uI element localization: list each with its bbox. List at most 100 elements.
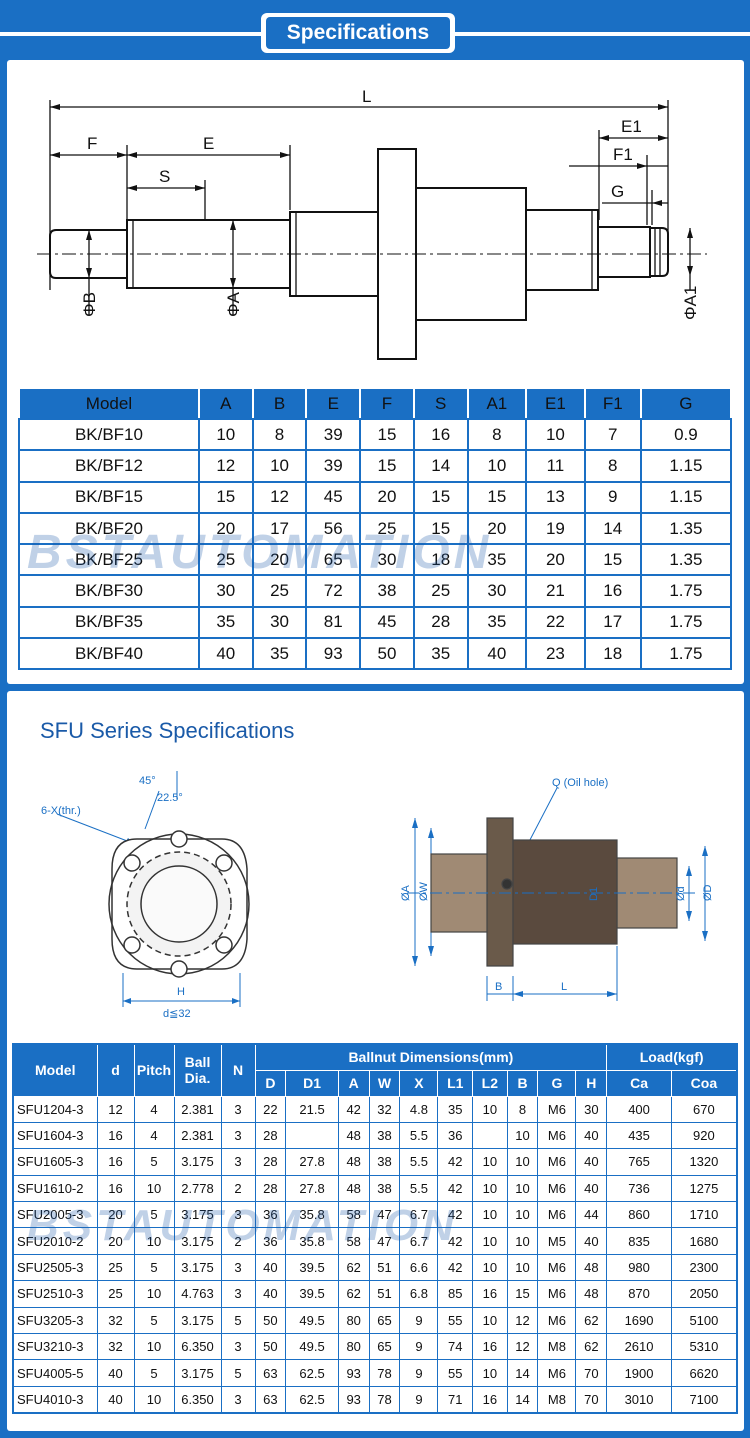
table-cell: 15 bbox=[506, 1280, 539, 1308]
table-subheader-cell: B bbox=[506, 1069, 539, 1097]
table-cell: 48 bbox=[337, 1148, 370, 1176]
table-cell: SFU1605-3 bbox=[12, 1148, 98, 1176]
table-cell: 28 bbox=[254, 1148, 287, 1176]
table-cell: 10 bbox=[472, 1201, 508, 1229]
table-cell: 12 bbox=[251, 480, 308, 514]
table-cell: 10 bbox=[466, 449, 528, 483]
table-cell: 51 bbox=[368, 1280, 401, 1308]
table-cell: BK/BF30 bbox=[18, 574, 200, 608]
table-cell: 980 bbox=[606, 1253, 672, 1282]
table-cell: 10 bbox=[506, 1201, 539, 1229]
table-cell: 7 bbox=[583, 417, 642, 452]
table-cell: 6620 bbox=[670, 1359, 738, 1387]
table-cell: 22 bbox=[525, 605, 586, 640]
phiW-label: ØW bbox=[418, 881, 430, 901]
table-cell: 10 bbox=[472, 1359, 508, 1387]
table-cell: 62.5 bbox=[285, 1359, 339, 1387]
table-cell: 10 bbox=[251, 449, 308, 483]
dim-label-E1: E1 bbox=[621, 117, 642, 136]
table-cell: 25 bbox=[96, 1280, 135, 1308]
table-cell: 435 bbox=[606, 1121, 672, 1150]
table-cell: 12 bbox=[506, 1333, 539, 1361]
table-cell: 12 bbox=[506, 1306, 539, 1335]
header-pitch: Pitch bbox=[133, 1043, 175, 1097]
table-cell: BK/BF20 bbox=[18, 511, 200, 546]
L-label: L bbox=[561, 981, 567, 993]
table-cell: 30 bbox=[359, 543, 415, 577]
B-label: B bbox=[495, 981, 502, 993]
table-cell: 21.5 bbox=[285, 1095, 339, 1123]
table-cell: 14 bbox=[506, 1359, 539, 1387]
table-cell: 49.5 bbox=[285, 1306, 339, 1335]
table-cell: 1690 bbox=[606, 1306, 672, 1335]
angle-45-label: 45° bbox=[139, 775, 156, 787]
table-cell: 670 bbox=[670, 1095, 738, 1123]
table-cell: 63 bbox=[254, 1359, 287, 1387]
table-cell: 32 bbox=[96, 1333, 135, 1361]
table-cell: M6 bbox=[537, 1095, 577, 1123]
table-cell: 1.75 bbox=[639, 637, 733, 671]
table-cell: 765 bbox=[606, 1148, 672, 1176]
table-cell: 11 bbox=[525, 449, 586, 483]
table-cell: 55 bbox=[437, 1306, 474, 1335]
table-cell: 38 bbox=[359, 574, 415, 608]
table-cell: 70 bbox=[575, 1385, 608, 1414]
D1-label: D1 bbox=[588, 887, 600, 901]
table-cell: 40 bbox=[254, 1280, 287, 1308]
table-cell: 4 bbox=[133, 1121, 175, 1150]
table-subheader-cell: L2 bbox=[472, 1069, 508, 1097]
phiD-label: ØD bbox=[702, 884, 714, 901]
angle-22-label: 22.5° bbox=[157, 792, 183, 804]
table-cell: 10 bbox=[525, 417, 586, 452]
table-cell: 30 bbox=[466, 574, 528, 608]
table-cell: 5310 bbox=[670, 1333, 738, 1361]
header-ballnut-dimensions: Ballnut Dimensions(mm) bbox=[254, 1043, 608, 1071]
table-cell: 40 bbox=[575, 1148, 608, 1176]
table-cell: 27.8 bbox=[285, 1148, 339, 1176]
table-cell: 5.5 bbox=[399, 1148, 439, 1176]
table-cell: 3 bbox=[220, 1201, 256, 1229]
table-cell: 15 bbox=[583, 543, 642, 577]
table-cell: BK/BF15 bbox=[18, 480, 200, 514]
table-cell: 16 bbox=[472, 1280, 508, 1308]
table-cell: 19 bbox=[525, 511, 586, 546]
table-cell: 15 bbox=[412, 480, 469, 514]
table-cell: 44 bbox=[575, 1201, 608, 1229]
table-cell: 2 bbox=[220, 1227, 256, 1255]
table-cell: 58 bbox=[337, 1227, 370, 1255]
sfu-side-view-diagram: Q (Oil hole) ØA ØW D1 Ød ØD B L bbox=[400, 777, 714, 1001]
table-cell: 93 bbox=[337, 1385, 370, 1414]
table-cell: 736 bbox=[606, 1174, 672, 1203]
table-cell: 13 bbox=[525, 480, 586, 514]
table-subheader-cell: X bbox=[399, 1069, 439, 1097]
table-cell: BK/BF25 bbox=[18, 543, 200, 577]
table-subheader-cell: L1 bbox=[437, 1069, 474, 1097]
table-cell: 9 bbox=[583, 480, 642, 514]
table-cell: 5 bbox=[220, 1359, 256, 1387]
table-cell: 62 bbox=[575, 1333, 608, 1361]
table-cell: BK/BF40 bbox=[18, 637, 200, 671]
table-header-cell: S bbox=[412, 387, 469, 420]
table-cell: 1.35 bbox=[639, 511, 733, 546]
table-cell: 2 bbox=[220, 1174, 256, 1203]
table-cell: 56 bbox=[305, 511, 362, 546]
table-cell: 16 bbox=[412, 417, 469, 452]
table-cell: 10 bbox=[133, 1333, 175, 1361]
table-cell: 4.8 bbox=[399, 1095, 439, 1123]
table-cell: 30 bbox=[197, 574, 254, 608]
table-cell: 22 bbox=[254, 1095, 287, 1123]
table-cell: 85 bbox=[437, 1280, 474, 1308]
table-cell: 920 bbox=[670, 1121, 738, 1150]
table-subheader-cell: W bbox=[368, 1069, 401, 1097]
table-header-cell: F bbox=[359, 387, 415, 420]
table-cell: 10 bbox=[506, 1253, 539, 1282]
table-cell: 39.5 bbox=[285, 1280, 339, 1308]
